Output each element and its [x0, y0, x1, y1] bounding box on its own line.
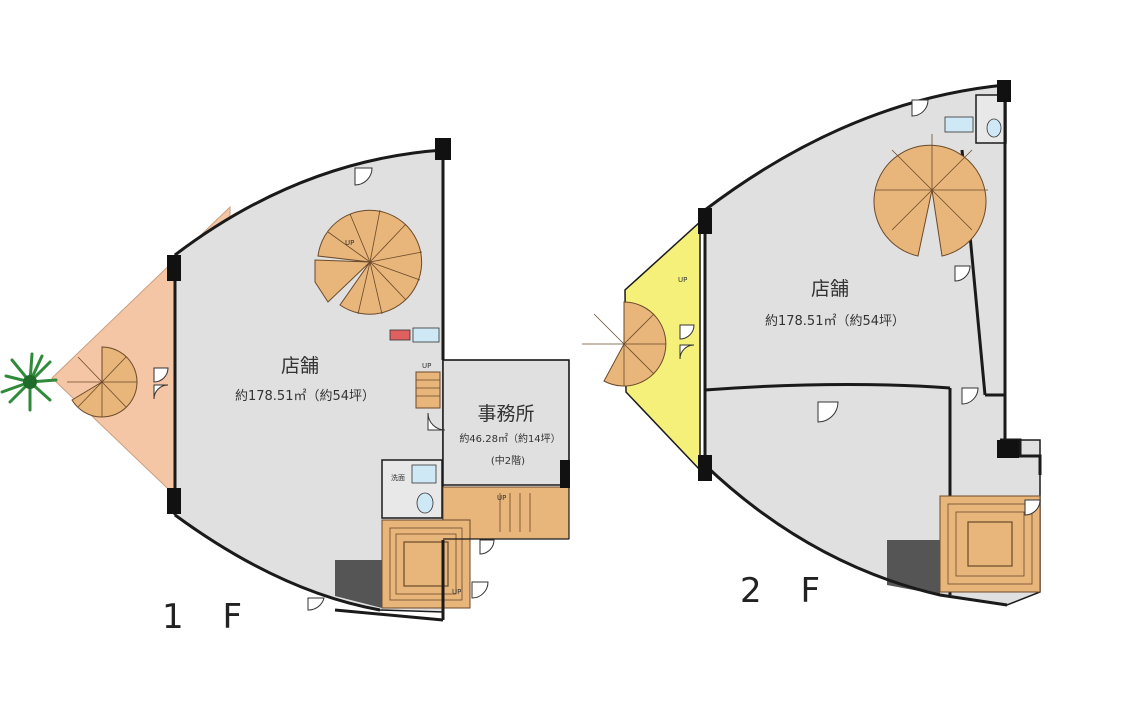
- up-label: UP: [452, 588, 461, 596]
- door-icon: [153, 384, 169, 400]
- spiral-stair-icon: [314, 209, 423, 315]
- door-icon: [954, 265, 971, 282]
- up-label: UP: [422, 362, 431, 370]
- door-icon: [427, 412, 446, 431]
- column-post: [698, 455, 712, 481]
- up-label: UP: [678, 276, 687, 284]
- office-note-1f: (中2階): [491, 454, 525, 467]
- stair-small-1f: [415, 371, 441, 409]
- door-icon: [354, 167, 373, 186]
- column-post: [997, 80, 1011, 102]
- spiral-stair-icon: [67, 346, 138, 418]
- shop-area-label-1f: 約178.51㎡（約54坪）: [235, 389, 375, 404]
- office-name-1f: 事務所: [477, 403, 534, 425]
- spiral-stair-icon: [582, 301, 667, 387]
- plant-icon: [0, 352, 58, 412]
- floor-2f-plan: 店舗 約178.51㎡（約54坪） UP 2 F: [582, 80, 1042, 611]
- door-icon: [679, 324, 695, 340]
- sink-icon: [411, 464, 437, 484]
- door-icon: [817, 401, 839, 423]
- up-label: UP: [497, 494, 506, 502]
- wc-label-1f: 洗面: [391, 473, 405, 482]
- sink-icon: [412, 327, 440, 343]
- sink-icon: [944, 116, 974, 133]
- wall-block-1f: [335, 560, 382, 608]
- shop-name-2f: 店舗: [811, 278, 849, 300]
- column-post: [167, 255, 181, 281]
- door-icon: [679, 344, 695, 360]
- floor-1f-plan: 店舗 約178.51㎡（約54坪） 事務所 約46.28㎡（約14坪） (中2階…: [0, 138, 570, 637]
- toilet-icon: [986, 118, 1002, 138]
- door-icon: [911, 99, 929, 117]
- door-icon: [153, 367, 169, 383]
- shop-area-label-2f: 約178.51㎡（約54坪）: [765, 314, 905, 329]
- office-area-label-1f: 約46.28㎡（約14坪）: [459, 432, 560, 445]
- column-post: [698, 208, 712, 234]
- spiral-stair-icon: [873, 134, 988, 257]
- door-icon: [471, 581, 489, 599]
- floor-label-1f: 1 F: [162, 597, 256, 637]
- column-post: [997, 440, 1019, 458]
- column-post: [560, 460, 570, 488]
- shop-name-1f: 店舗: [281, 355, 319, 377]
- column-post: [167, 488, 181, 514]
- toilet-icon: [416, 492, 434, 514]
- floor-label-2f: 2 F: [740, 571, 834, 611]
- fixture-red: [389, 329, 411, 341]
- column-post: [435, 138, 451, 160]
- wall-block-2f: [887, 540, 940, 595]
- door-icon: [307, 597, 325, 611]
- door-icon: [479, 539, 495, 555]
- up-label: UP: [345, 239, 354, 247]
- door-icon: [1024, 499, 1041, 516]
- door-icon: [961, 387, 979, 405]
